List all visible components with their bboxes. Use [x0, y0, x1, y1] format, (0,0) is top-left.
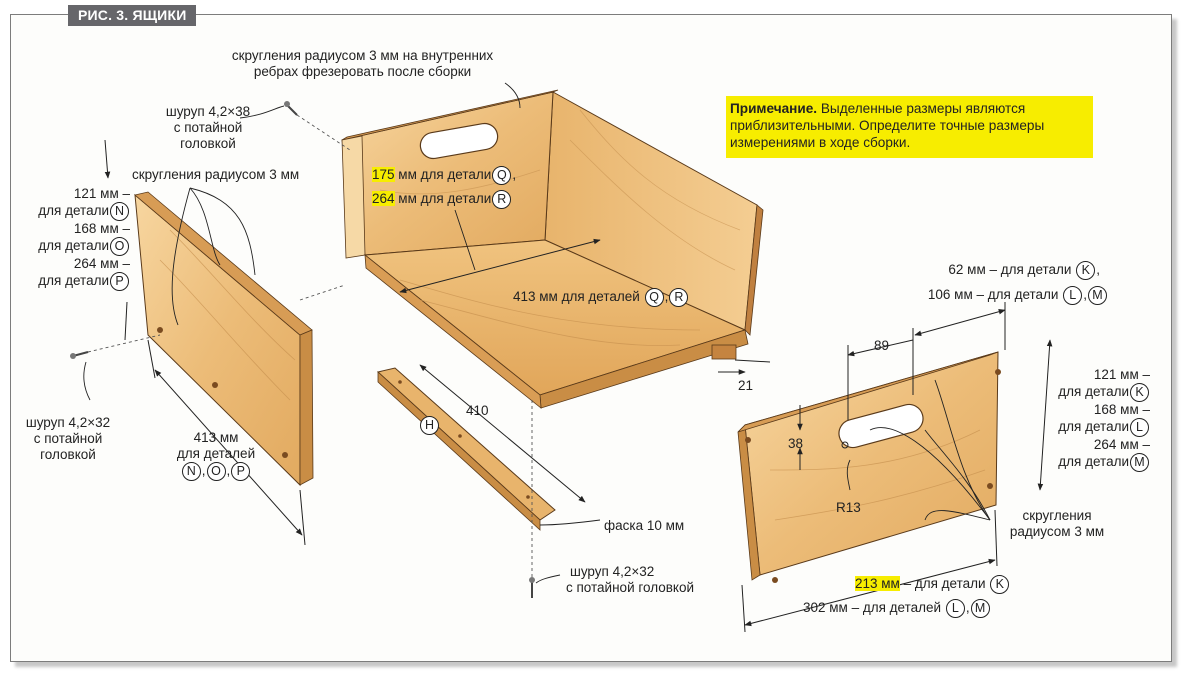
part-n-marker: N	[181, 462, 201, 481]
front-length-k-label: 213 мм – для детали K	[855, 575, 1010, 594]
part-l-marker: L	[1063, 286, 1083, 305]
part-m-marker: M	[1130, 453, 1149, 472]
label-line: 302 мм – для деталей	[803, 600, 942, 616]
part-p-marker: P	[110, 272, 129, 291]
screw-32-label: шуруп 4,2×32 с потайной головкой	[18, 415, 118, 463]
label-line: 168 мм –	[73, 221, 130, 236]
handle-width-label: 89	[874, 338, 890, 353]
label-line: для детали	[1058, 454, 1129, 470]
foot-thickness-label: 21	[738, 378, 754, 393]
front-panel-klm	[737, 351, 1001, 583]
label-line: скругления радиусом 3 мм на внутренних	[231, 48, 494, 63]
front-handle-offset-lm-label: 106 мм – для детали L,M	[880, 286, 1108, 305]
label-line: для детали	[38, 238, 109, 254]
part-l-marker: L	[945, 599, 965, 618]
part-n-marker: N	[110, 202, 129, 221]
part-k-marker: K	[1130, 383, 1149, 402]
label-line: с потайной головкой	[566, 580, 695, 595]
bottom-length-label: 413 мм для деталей Q,R	[513, 288, 689, 307]
part-r-marker: R	[669, 288, 689, 307]
front-handle-offset-k-label: 62 мм – для детали K,	[880, 261, 1100, 280]
label-line: 106 мм – для детали	[927, 287, 1059, 303]
screw-32-bottom-label: шуруп 4,2×32 с потайной головкой	[566, 564, 694, 596]
side-rounding-label: скругления радиусом 3 мм	[132, 167, 300, 182]
label-line: для детали	[1058, 384, 1129, 400]
front-length-lm-label: 302 мм – для деталей L,M	[803, 599, 991, 618]
label-line: 121 мм –	[1093, 367, 1150, 382]
part-o-marker: O	[110, 237, 129, 256]
label-line: с потайной	[173, 120, 243, 135]
part-l-marker: L	[1130, 418, 1149, 437]
inner-edge-rounding-label: скругления радиусом 3 мм на внутренних р…	[205, 48, 520, 80]
label-line: ребрах фрезеровать после сборки	[253, 64, 472, 79]
part-h-marker: H	[420, 416, 439, 435]
label-line: головкой	[180, 136, 236, 151]
label-line: 62 мм – для детали	[948, 262, 1072, 278]
label-line: шуруп 4,2×32	[25, 415, 111, 430]
part-o-marker: O	[206, 462, 226, 481]
label-line: – для детали	[899, 576, 986, 592]
highlighted-dimension: 213 мм	[855, 576, 900, 592]
label-line: скругления	[1022, 508, 1092, 523]
part-q-marker: Q	[492, 166, 512, 185]
part-p-marker: P	[231, 462, 251, 481]
part-k-marker: K	[990, 575, 1010, 594]
label-line: для детали	[1058, 419, 1129, 435]
part-m-marker: M	[1088, 286, 1107, 305]
screw-icon	[529, 577, 535, 598]
figure-title: РИС. 3. ЯЩИКИ	[68, 5, 197, 26]
runner-length-label: 410	[466, 403, 489, 418]
label-line: 413 мм для деталей	[513, 289, 640, 305]
label-line: с потайной	[33, 431, 103, 446]
highlighted-dimension: 175	[372, 167, 395, 183]
label-line: для детали	[38, 203, 109, 219]
screw-38-label: шуруп 4,2×38 с потайной головкой	[152, 104, 264, 152]
highlighted-dimension: 264	[372, 191, 395, 207]
label-line: для детали	[38, 273, 109, 289]
handle-height-label: 38	[788, 436, 804, 451]
label-line: 264 мм –	[73, 256, 130, 271]
screw-icon	[70, 351, 89, 359]
note-title: Примечание.	[730, 101, 818, 116]
screw-icon	[284, 101, 298, 116]
side-length-label: 413 мм для деталей N,O,P	[156, 430, 276, 481]
assembled-drawer-box	[341, 89, 764, 409]
part-r-marker: R	[492, 190, 512, 209]
label-line: шуруп 4,2×38	[165, 104, 251, 119]
label-line: 168 мм –	[1093, 402, 1150, 417]
label-line: радиусом 3 мм	[1009, 524, 1105, 539]
part-q-marker: Q	[644, 288, 664, 307]
note-text: Выделенные размеры являются приблизитель…	[730, 101, 1045, 150]
label-line: 121 мм –	[73, 186, 130, 201]
approximate-dimensions-note: Примечание. Выделенные размеры являются …	[726, 96, 1093, 158]
bevel-label: фаска 10 мм	[604, 518, 685, 533]
runner-h-marker-wrap: H	[419, 416, 440, 435]
part-k-marker: K	[1076, 261, 1096, 280]
label-line: 413 мм	[193, 430, 239, 445]
label-line: мм для детали	[394, 167, 492, 183]
handle-radius-label: R13	[836, 500, 861, 515]
label-line: для деталей	[176, 446, 256, 461]
label-line: мм для детали	[394, 191, 492, 207]
part-m-marker: M	[970, 599, 990, 618]
label-line: головкой	[40, 447, 96, 462]
label-line: 264 мм –	[1093, 437, 1150, 452]
label-line: шуруп 4,2×32	[570, 564, 655, 579]
front-rounding-label: скругления радиусом 3 мм	[998, 508, 1116, 540]
